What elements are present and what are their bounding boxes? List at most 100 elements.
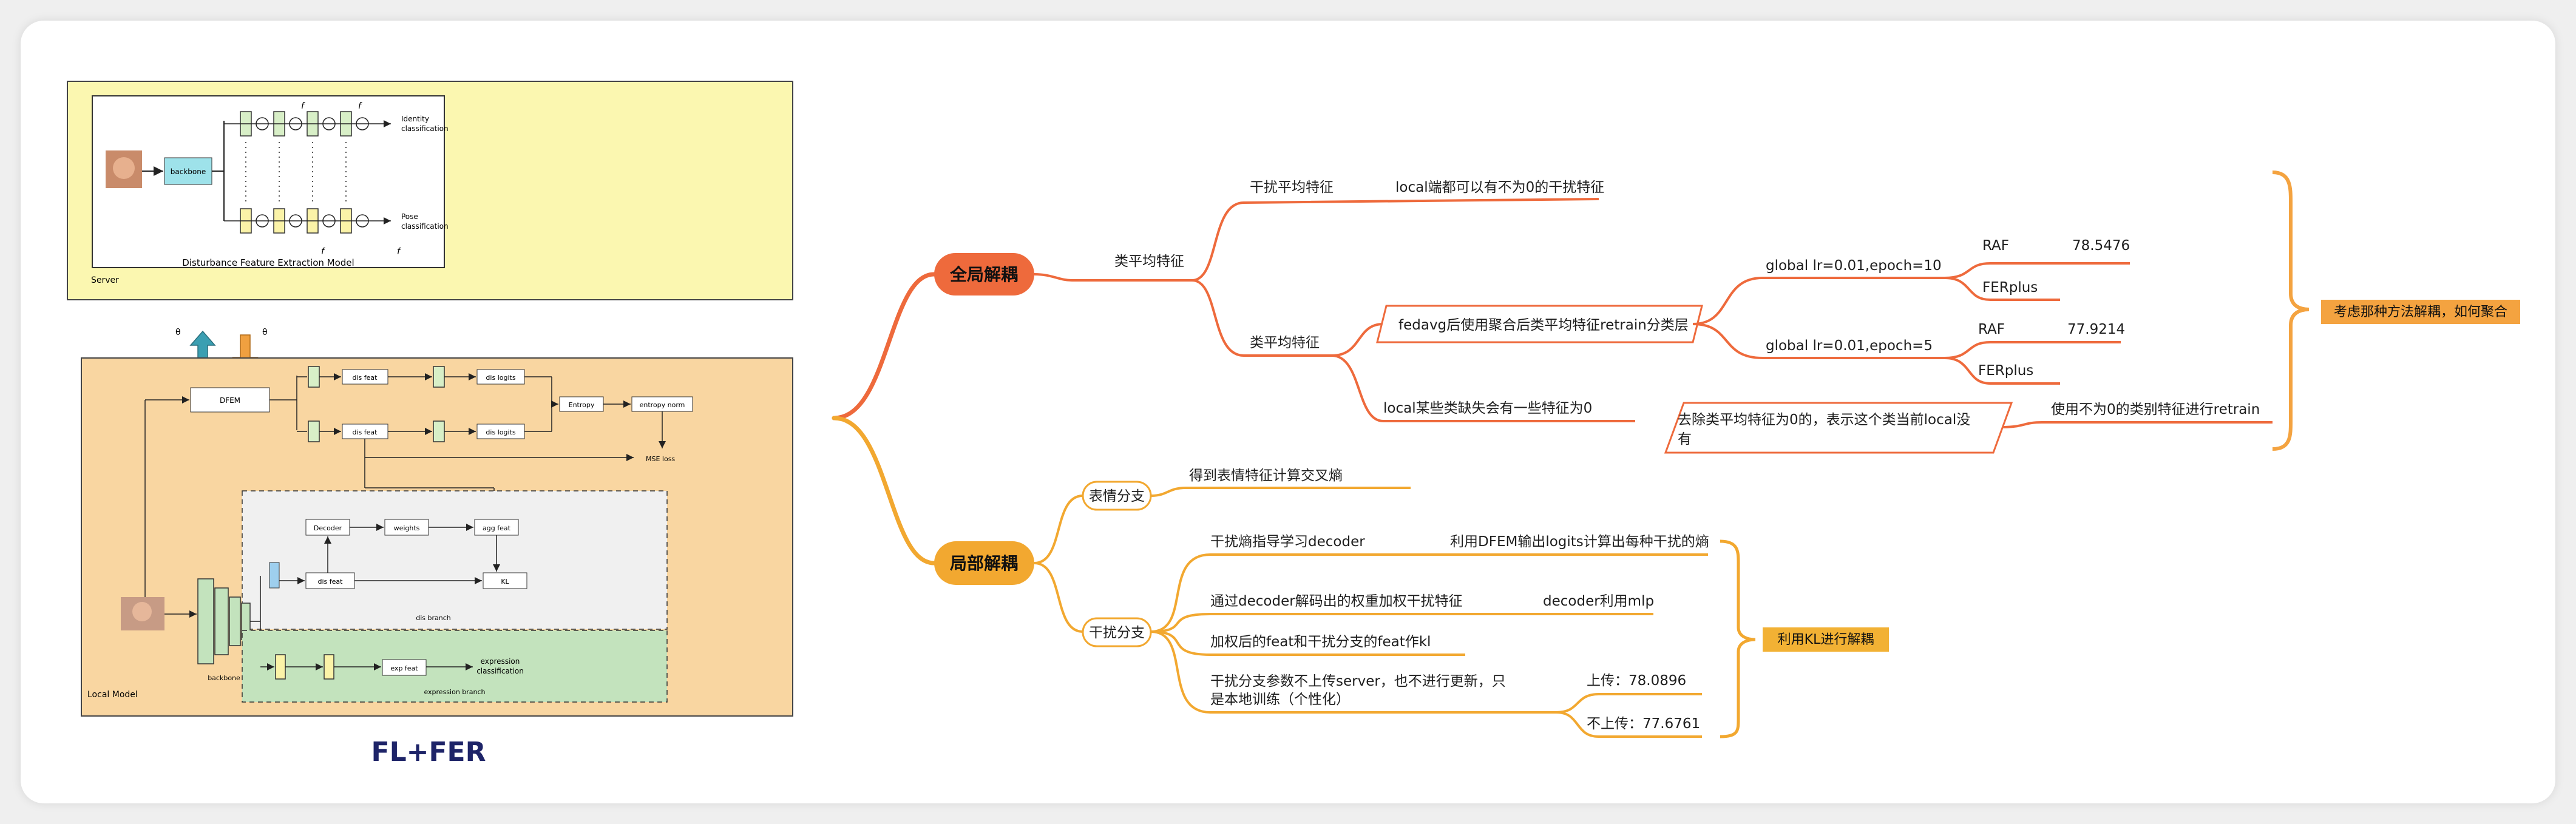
dis-branch-label: dis branch [416, 614, 451, 622]
label-disturb-params-1: 干扰分支参数不上传server，也不进行更新，只 [1210, 674, 1506, 689]
label-ferplus-1: FERplus [1982, 280, 2038, 295]
bracket-upper [2272, 171, 2310, 451]
connector-root-lower [832, 416, 937, 566]
label-expression-ce: 得到表情特征计算交叉熵 [1189, 468, 1343, 484]
expression-branch-region [242, 630, 668, 703]
server-backbone-label: backbone [171, 167, 206, 176]
label-consider-aggregation: 考虑那种方法解耦，如何聚合 [2334, 305, 2507, 320]
connector-root-upper [832, 272, 937, 420]
up-arrow-label: θ [175, 328, 181, 337]
dis-feat-bottom [342, 424, 388, 439]
callout-use-kl[interactable] [1763, 627, 1889, 652]
node-fedavg-retrain[interactable] [1376, 305, 1703, 343]
dis-logits-top-label: dis logits [486, 374, 515, 382]
label-disturb-branch: 干扰分支 [1089, 625, 1145, 641]
dis-logits-bottom-label: dis logits [486, 428, 515, 436]
server-backbone [164, 157, 212, 185]
pose-classification-line2: classification [401, 222, 449, 231]
connector-fedavg-lr10 [1692, 277, 1945, 325]
dis-feat-bottom-label: dis feat [353, 428, 378, 436]
dis-feat-top [342, 369, 388, 385]
exp-feat-label: exp feat [390, 664, 418, 672]
connector-disturb-3 [1150, 630, 1465, 656]
label-disturb-params-2: 是本地训练（个性化） [1210, 692, 1350, 707]
connector-remove-zero-retrain [2002, 421, 2273, 428]
down-arrow-label: θ [262, 328, 268, 337]
identity-classification-line2: classification [401, 124, 449, 133]
callout-consider-aggregation[interactable] [2321, 300, 2520, 324]
label-global-lr-5: global lr=0.01,epoch=5 [1766, 338, 1933, 354]
figure-caption: FL+FER [371, 737, 486, 768]
bracket-lower [1720, 539, 1756, 738]
label-local-missing: local某些类缺失会有一些特征为0 [1383, 400, 1592, 416]
label-class-mean-feature-2: 类平均特征 [1250, 335, 1320, 351]
connector-local-disturb [1034, 562, 1083, 633]
connector-disturb-1 [1150, 553, 1441, 633]
entropy-norm-box [631, 396, 693, 412]
label-remove-zero-1: 去除类平均特征为0的，表示这个类当前local没 [1678, 412, 1970, 428]
local-label: Local Model [87, 690, 138, 700]
label-disturb-mean-feature: 干扰平均特征 [1250, 180, 1334, 195]
server-label: Server [91, 275, 119, 285]
label-raf-1-value: 78.5476 [2072, 238, 2130, 254]
connector-disturb-4 [1150, 630, 1556, 714]
kl-box [483, 572, 527, 589]
label-upload-acc: 上传：78.0896 [1587, 673, 1686, 689]
architecture-figure: backbone f f f [67, 81, 793, 768]
label-decoder-mlp: decoder利用mlp [1543, 593, 1654, 609]
connector-global-class [1034, 273, 1192, 282]
dis-branch-region [242, 490, 668, 630]
connector-upload [1556, 693, 1702, 714]
label-fedavg-retrain: fedavg后使用聚合后类平均特征retrain分类层 [1398, 317, 1689, 333]
connector-no-upload [1556, 711, 1702, 738]
kl-label: KL [501, 578, 509, 586]
entropy-label: Entropy [569, 401, 595, 409]
label-remove-zero-2: 有 [1678, 431, 1692, 447]
agg-feat-label: agg feat [483, 524, 511, 532]
node-local-decouple[interactable] [934, 541, 1034, 585]
label-no-upload-acc: 不上传：77.6761 [1587, 716, 1700, 732]
exp-feat-box [382, 659, 427, 676]
f-label-bot-1: f [321, 247, 325, 257]
weights-label: weights [394, 524, 420, 532]
identity-classification-line1: Identity [401, 115, 429, 123]
connector-local-expression [1034, 495, 1083, 564]
connector-lr10-ferplus [1944, 277, 2060, 301]
node-remove-zero[interactable] [1664, 402, 2013, 454]
connector-class-disturb [1191, 198, 1599, 282]
f-label-top-1: f [301, 101, 305, 111]
label-decoder-weight-feat: 通过decoder解码出的权重加权干扰特征 [1210, 593, 1463, 609]
expression-classification-line1: expression [481, 657, 520, 666]
label-ferplus-2: FERplus [1978, 363, 2033, 379]
canvas: backbone f f f [21, 21, 2555, 803]
expression-branch-label: expression branch [424, 688, 485, 696]
decoder-box [305, 519, 350, 536]
entropy-norm-label: entropy norm [640, 401, 685, 409]
pose-classification-line1: Pose [401, 212, 418, 221]
connector-classmean-fedavg [1331, 323, 1690, 357]
label-use-nonzero-retrain: 使用不为0的类别特征进行retrain [2051, 402, 2260, 417]
label-global-lr-10: global lr=0.01,epoch=10 [1766, 258, 1942, 274]
label-disturb-entropy-decoder: 干扰熵指导学习decoder [1210, 534, 1365, 550]
connector-lr10-raf [1944, 262, 2130, 279]
dis-logits-bottom [476, 424, 525, 439]
server-model-title: Disturbance Feature Extraction Model [182, 257, 354, 268]
connector-fedavg-lr5 [1692, 323, 1945, 359]
connector-lr5-raf [1944, 341, 2121, 359]
label-class-mean-feature: 类平均特征 [1114, 254, 1184, 269]
label-use-kl: 利用KL进行解耦 [1778, 632, 1874, 647]
label-disturb-mean-note: local端都可以有不为0的干扰特征 [1395, 180, 1604, 195]
expression-classification-line2: classification [476, 667, 524, 675]
f-label-bot-2: f [397, 247, 401, 257]
f-label-top-2: f [358, 101, 362, 111]
connector-disturb-2 [1150, 613, 1538, 633]
node-global-decouple[interactable] [934, 253, 1034, 295]
label-raf-2-value: 77.9214 [2067, 322, 2125, 337]
connector-lr5-ferplus [1944, 357, 2060, 385]
connector-classmean-local [1331, 354, 1635, 422]
decoder-label: Decoder [314, 524, 342, 532]
node-local-decouple-label: 局部解耦 [950, 553, 1018, 573]
label-dfem-logits-entropy: 利用DFEM输出logits计算出每种干扰的熵 [1450, 534, 1709, 550]
dis-feat-top-label: dis feat [353, 374, 378, 382]
label-weighted-feat-kl: 加权后的feat和干扰分支的feat作kl [1210, 634, 1431, 650]
